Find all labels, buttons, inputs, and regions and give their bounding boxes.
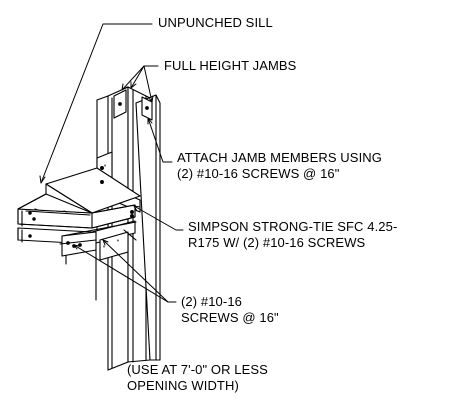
callout-screws-line2: SCREWS @ 16": [181, 310, 279, 325]
callout-full-height-jambs-text: FULL HEIGHT JAMBS: [164, 58, 297, 73]
footnote-line2: OPENING WIDTH): [127, 378, 239, 393]
callout-attach-jamb-line1: ATTACH JAMB MEMBERS USING: [177, 150, 382, 165]
clip-angle-lower: [99, 229, 137, 261]
callout-screws-line1: (2) #10-16: [181, 294, 242, 309]
jamb-screws: [100, 166, 134, 218]
callout-unpunched-sill-text: UNPUNCHED SILL: [158, 15, 273, 30]
callout-simpson-line1: SIMPSON STRONG-TIE SFC 4.25-: [188, 219, 398, 234]
unpunched-sill: [17, 167, 141, 229]
callout-simpson: SIMPSON STRONG-TIE SFC 4.25- R175 W/ (2)…: [188, 219, 397, 251]
callout-attach-jamb: ATTACH JAMB MEMBERS USING (2) #10-16 SCR…: [177, 150, 382, 182]
callout-unpunched-sill: UNPUNCHED SILL: [158, 15, 273, 31]
footnote: (USE AT 7'-0" OR LESS OPENING WIDTH): [127, 362, 268, 394]
footnote-line1: (USE AT 7'-0" OR LESS: [127, 362, 268, 377]
callout-full-height-jambs: FULL HEIGHT JAMBS: [164, 58, 296, 74]
callout-screws: (2) #10-16 SCREWS @ 16": [181, 294, 279, 326]
callout-simpson-line2: R175 W/ (2) #10-16 SCREWS: [188, 235, 366, 250]
callout-attach-jamb-line2: (2) #10-16 SCREWS @ 16": [177, 166, 340, 181]
leader-lines: [39, 23, 184, 303]
